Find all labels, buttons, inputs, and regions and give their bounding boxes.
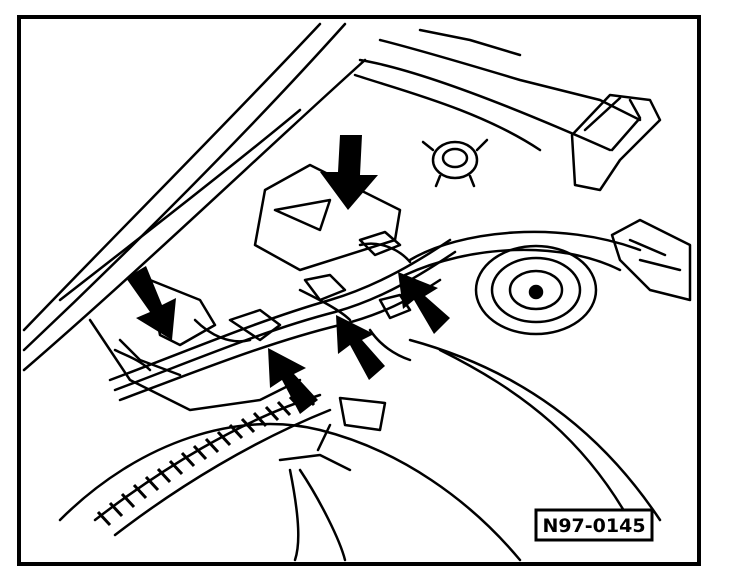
wiring-harness [108,238,457,402]
figure-code-box: N97-0145 [534,508,654,542]
arrow-4 [336,315,385,380]
clip-right [303,273,347,302]
strut-tower [474,244,598,336]
corrugated-hose [93,393,332,537]
engine-bay-drawing [22,22,692,562]
fender-edge [22,22,322,332]
hinge-bracket [570,93,662,192]
reservoir-cap [421,138,489,188]
arrow-1 [320,135,378,210]
clip-center [228,308,282,342]
arrow-2 [126,266,176,340]
pointer-arrows [126,135,450,414]
figure-code: N97-0145 [542,515,645,537]
wheel-arch [58,422,522,562]
arrow-3 [268,348,318,414]
arrow-5 [398,272,450,334]
fender-inner-edge [22,22,347,352]
